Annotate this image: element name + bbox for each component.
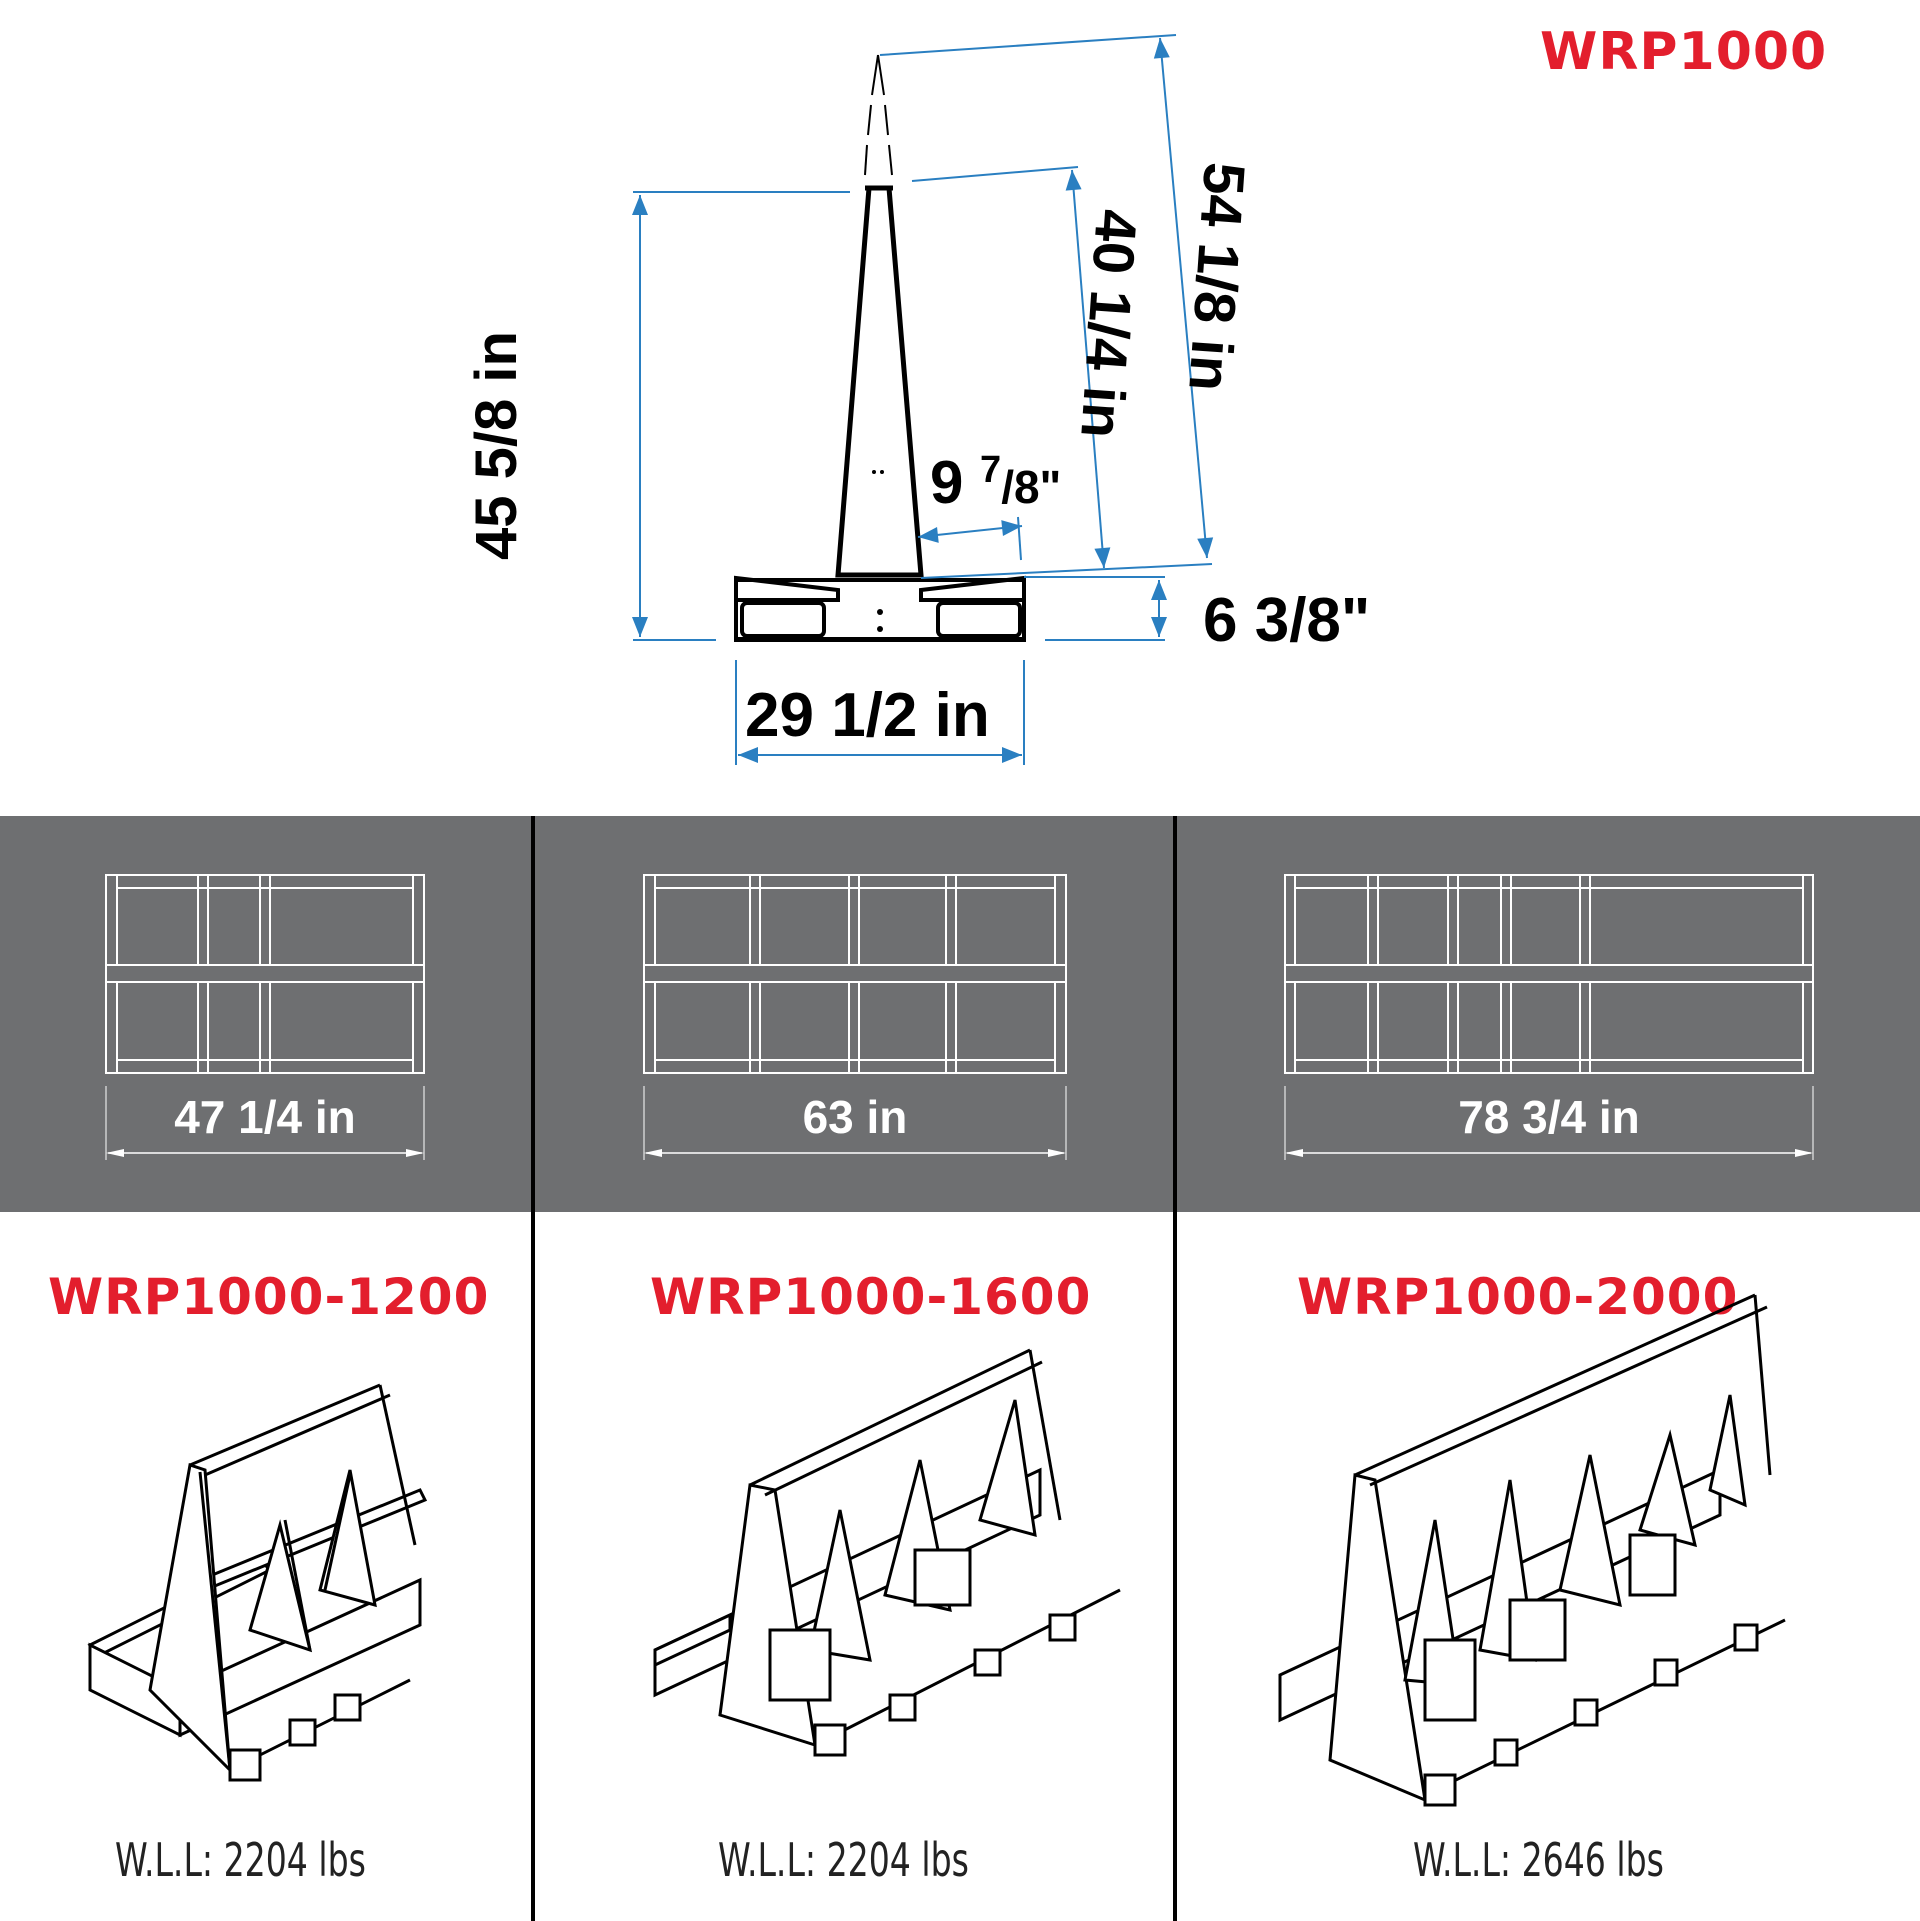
- plan-view-2000: [1284, 874, 1814, 1160]
- column-divider-2: [1173, 816, 1177, 1921]
- wll-1600: W.L.L: 2204 lbs: [718, 1833, 969, 1887]
- model-title: WRP1000: [1540, 22, 1828, 82]
- variant-title-1200: WRP1000-1200: [48, 1268, 490, 1326]
- wll-2000: W.L.L: 2646 lbs: [1413, 1833, 1664, 1887]
- rack-illustration-2000: [1278, 1293, 1786, 1807]
- wll-1200: W.L.L: 2204 lbs: [115, 1833, 366, 1887]
- plan-view-1600: [643, 874, 1067, 1160]
- dim-base-width: 29 1/2 in: [745, 681, 990, 750]
- dim-top-offset: 9 7/8": [930, 448, 1061, 517]
- plan-length-1600: 63 in: [802, 1091, 908, 1143]
- plan-view-band: [0, 816, 1920, 1212]
- dim-top-offset-whole: 9: [930, 449, 964, 516]
- plan-length-1200: 47 1/4 in: [174, 1091, 356, 1143]
- dim-top-offset-den: /8": [1001, 461, 1062, 513]
- variant-title-2000: WRP1000-2000: [1297, 1268, 1739, 1326]
- plan-view-1200: [105, 874, 425, 1160]
- plan-length-2000: 78 3/4 in: [1458, 1091, 1640, 1143]
- dim-base-height: 6 3/8": [1203, 586, 1371, 655]
- column-divider-1: [531, 816, 535, 1921]
- rack-illustration-1200: [87, 1383, 428, 1782]
- variant-title-1600: WRP1000-1600: [650, 1268, 1092, 1326]
- side-elevation-drawing: [632, 34, 1214, 765]
- dim-top-offset-num: 7: [980, 449, 1002, 491]
- rack-illustration-1600: [653, 1348, 1121, 1757]
- dim-frame-height: 45 5/8 in: [464, 331, 529, 560]
